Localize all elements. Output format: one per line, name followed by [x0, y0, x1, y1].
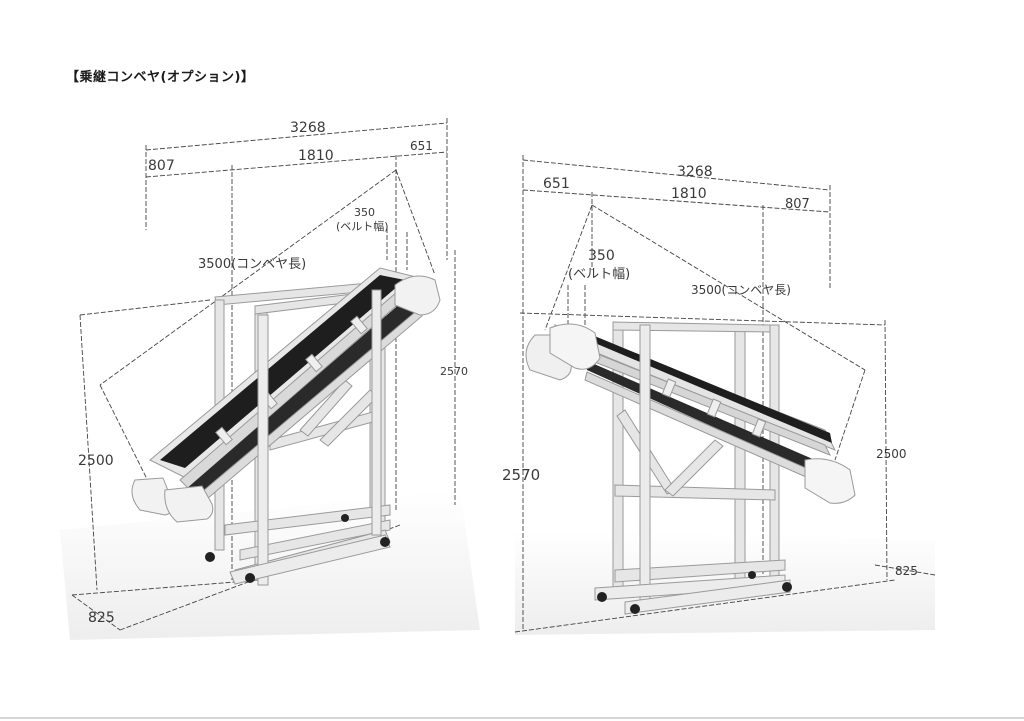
page-bottom-border	[0, 717, 1024, 719]
front-frame	[229, 289, 391, 586]
dim-left-overhang: 807	[148, 158, 175, 174]
dim-low-height: 2500	[876, 447, 907, 461]
dim-conveyor-length: 3500(コンベヤ長)	[691, 283, 791, 297]
belt-return	[185, 295, 420, 502]
front-frame	[594, 324, 791, 615]
end-guard-high	[394, 275, 441, 316]
dim-depth: 825	[88, 610, 115, 626]
dimension-lines	[514, 155, 936, 633]
dim-belt-width-label: (ベルト幅)	[336, 220, 389, 233]
dim-right-overhang: 807	[785, 197, 810, 212]
belt-top	[160, 275, 405, 468]
end-guard-low	[804, 458, 856, 504]
dim-belt-width-label: (ベルト幅)	[568, 267, 630, 282]
dim-overall-length: 3268	[290, 120, 326, 136]
dim-overall-length: 3268	[677, 164, 713, 180]
right-conveyor-drawing: 3268 651 1810 807 350 (ベルト幅) 3500(コンベヤ長)…	[495, 150, 945, 640]
left-conveyor-drawing: 3268 807 1810 651 350 (ベルト幅) 3500(コンベヤ長)…	[60, 110, 490, 650]
dim-high-height: 2570	[502, 466, 540, 484]
page-title: 【乗継コンベヤ(オプション)】	[66, 70, 255, 85]
dim-high-height: 2570	[440, 365, 468, 378]
dim-depth: 825	[895, 564, 918, 578]
casters	[205, 514, 390, 583]
dim-low-height: 2500	[78, 453, 114, 469]
conveyor-bed	[131, 267, 441, 523]
dimension-lines	[71, 118, 456, 631]
casters	[597, 571, 792, 614]
dim-frame-span: 1810	[298, 148, 334, 164]
dim-belt-width: 350	[354, 206, 375, 219]
dim-belt-width: 350	[588, 248, 615, 264]
dim-left-overhang: 651	[543, 176, 570, 192]
dim-conveyor-length: 3500(コンベヤ長)	[198, 257, 306, 272]
dim-frame-span: 1810	[671, 186, 707, 202]
dim-right-overhang: 651	[410, 139, 433, 153]
